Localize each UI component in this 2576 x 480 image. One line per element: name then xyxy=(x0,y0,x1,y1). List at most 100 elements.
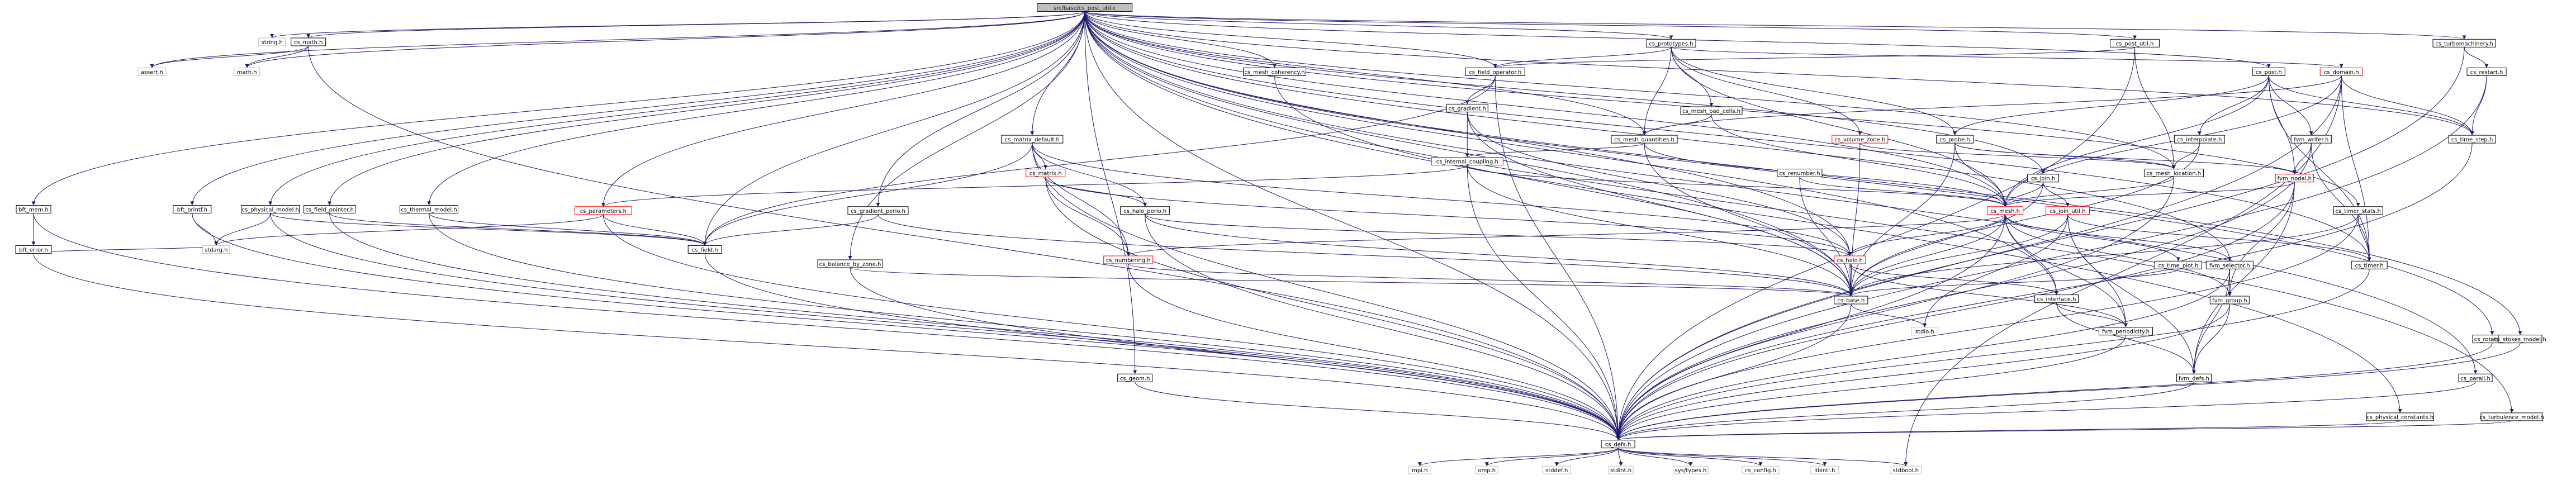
node-cs-volume-zone[interactable]: cs_volume_zone.h xyxy=(1832,135,1889,144)
include-edge xyxy=(1465,142,1645,158)
node-box xyxy=(817,259,883,268)
node-cs-matrix[interactable]: cs_matrix.h xyxy=(1026,168,1066,177)
node-cs-thermal-model[interactable]: cs_thermal_model.h xyxy=(400,205,459,213)
node-fvm-writer[interactable]: fvm_writer.h xyxy=(2290,135,2332,144)
include-edge xyxy=(1711,115,2008,207)
node-root[interactable]: src/base/cs_post_util.c xyxy=(1037,3,1133,12)
edge-layer xyxy=(31,11,2522,467)
include-edge xyxy=(2227,182,2295,296)
node-cs-post[interactable]: cs_post.h xyxy=(2252,67,2285,76)
node-cs-mesh-quantities[interactable]: cs_mesh_quantities.h xyxy=(1611,135,1678,144)
node-cs-gradient-perio[interactable]: cs_gradient_perio.h xyxy=(847,206,909,215)
node-box xyxy=(234,67,260,76)
node-bft-error[interactable]: bft_error.h xyxy=(15,245,52,254)
node-box xyxy=(2351,260,2388,269)
node-cs-turbomachinery[interactable]: cs_turbomachinery.h xyxy=(2432,39,2496,47)
node-box xyxy=(2098,327,2153,336)
include-edge xyxy=(1084,11,1277,68)
node-box xyxy=(687,245,722,254)
include-edge xyxy=(1084,11,1620,440)
include-edge xyxy=(1859,142,2176,169)
node-cs-base[interactable]: cs_base.h xyxy=(1834,296,1868,305)
node-cs-balance-by-zone[interactable]: cs_balance_by_zone.h xyxy=(817,259,883,268)
node-fvm-periodicity[interactable]: fvm_periodicity.h xyxy=(2098,327,2153,336)
node-label: libintl.h xyxy=(1814,468,1835,474)
include-edge xyxy=(1145,214,1620,440)
include-edge xyxy=(1671,46,2343,68)
node-cs-mesh-location[interactable]: cs_mesh_location.h xyxy=(2143,168,2204,177)
include-edge xyxy=(2470,75,2487,136)
node-cs-interface[interactable]: cs_interface.h xyxy=(2034,294,2079,303)
node-cs-halo[interactable]: cs_halo.h xyxy=(1834,255,1866,264)
node-cs-timer[interactable]: cs_timer.h xyxy=(2351,260,2388,269)
node-fvm-group[interactable]: fvm_group.h xyxy=(2209,296,2250,305)
node-label: fvm_writer.h xyxy=(2294,137,2328,143)
include-edge xyxy=(1671,47,1957,136)
node-cs-join-util[interactable]: cs_join_util.h xyxy=(2046,206,2090,215)
node-cs-mesh[interactable]: cs_mesh.h xyxy=(1987,206,2024,215)
include-edge xyxy=(268,11,1085,206)
node-box xyxy=(2319,67,2363,76)
node-stddef: stddef.h xyxy=(1542,465,1571,474)
node-cs-turbulence-model[interactable]: cs_turbulence_model.h xyxy=(2479,412,2544,421)
include-edge xyxy=(1849,214,2006,296)
node-label: cs_turbulence_model.h xyxy=(2479,415,2544,421)
node-box xyxy=(1026,168,1066,177)
node-label: cs_physical_constants.h xyxy=(2366,415,2433,421)
node-cs-stokes-model[interactable]: cs_stokes_model.h xyxy=(2494,335,2546,344)
node-box xyxy=(1936,135,1974,144)
node-cs-field[interactable]: cs_field.h xyxy=(687,245,722,254)
node-cs-mesh-coherency[interactable]: cs_mesh_coherency.h xyxy=(1243,67,1307,76)
node-cs-prototypes[interactable]: cs_prototypes.h xyxy=(1646,39,1696,47)
node-cs-config: cs_config.h xyxy=(1742,465,1780,474)
include-edge xyxy=(1045,177,1147,207)
node-label: cs_matrix_default.h xyxy=(1005,137,1060,143)
node-cs-physical-constants[interactable]: cs_physical_constants.h xyxy=(2366,412,2434,421)
node-label: cs_internal_coupling.h xyxy=(1436,159,1498,165)
node-bft-mem[interactable]: bft_mem.h xyxy=(16,205,51,213)
node-label: cs_base.h xyxy=(1837,298,1865,304)
include-edge xyxy=(1849,143,1956,296)
node-cs-join[interactable]: cs_join.h xyxy=(2027,174,2060,183)
include-edge xyxy=(2056,302,2128,327)
include-edge xyxy=(1617,448,1623,467)
node-label: cs_balance_by_zone.h xyxy=(819,262,881,268)
node-cs-time-step[interactable]: cs_time_step.h xyxy=(2448,135,2496,144)
node-cs-halo-perio[interactable]: cs_halo_perio.h xyxy=(1120,206,1170,215)
node-cs-post-util-h[interactable]: cs_post_util.h xyxy=(2109,39,2160,47)
node-bft-printf[interactable]: bft_printf.h xyxy=(173,205,212,213)
node-fvm-nodal[interactable]: fvm_nodal.h xyxy=(2275,174,2314,183)
node-label: cs_timer.h xyxy=(2355,263,2384,269)
node-fvm-defs[interactable]: fvm_defs.h xyxy=(2176,373,2212,382)
node-cs-gradient[interactable]: cs_gradient.h xyxy=(1446,103,1488,112)
node-cs-matrix-default[interactable]: cs_matrix_default.h xyxy=(1001,135,1064,144)
node-cs-domain[interactable]: cs_domain.h xyxy=(2319,67,2363,76)
node-cs-renumber[interactable]: cs_renumber.h xyxy=(1777,168,1823,177)
include-edge xyxy=(1616,343,2493,440)
include-edge xyxy=(1467,112,1852,256)
node-cs-defs[interactable]: cs_defs.h xyxy=(1601,440,1635,449)
node-cs-geom[interactable]: cs_geom.h xyxy=(1117,373,1153,382)
node-cs-internal-coupling[interactable]: cs_internal_coupling.h xyxy=(1431,157,1503,166)
node-label: cs_interpolate.h xyxy=(2177,137,2222,143)
node-cs-probe[interactable]: cs_probe.h xyxy=(1936,135,1974,144)
node-cs-parameters[interactable]: cs_parameters.h xyxy=(574,206,632,215)
node-cs-physical-model[interactable]: cs_physical_model.h xyxy=(241,205,300,213)
node-label: cs_gradient.h xyxy=(1449,106,1486,112)
node-box xyxy=(1446,103,1488,112)
node-cs-numbering[interactable]: cs_numbering.h xyxy=(1103,255,1154,264)
node-cs-parall[interactable]: cs_parall.h xyxy=(2458,373,2493,382)
node-label: cs_time_step.h xyxy=(2451,137,2493,143)
node-cs-interpolate[interactable]: cs_interpolate.h xyxy=(2174,135,2225,144)
node-cs-time-plot[interactable]: cs_time_plot.h xyxy=(2154,260,2202,269)
node-cs-math[interactable]: cs_math.h xyxy=(291,37,326,46)
node-cs-mesh-bad-cells[interactable]: cs_mesh_bad_cells.h xyxy=(1680,106,1743,115)
node-fvm-selector[interactable]: fvm_selector.h xyxy=(2205,260,2254,269)
node-cs-timer-stats[interactable]: cs_timer_stats.h xyxy=(2333,206,2383,215)
include-edge xyxy=(703,11,1085,246)
node-cs-field-pointer[interactable]: cs_field_pointer.h xyxy=(303,205,356,213)
node-cs-restart[interactable]: cs_restart.h xyxy=(2466,67,2507,76)
node-cs-field-operator[interactable]: cs_field_operator.h xyxy=(1465,67,1525,76)
include-edge xyxy=(1616,343,2521,440)
